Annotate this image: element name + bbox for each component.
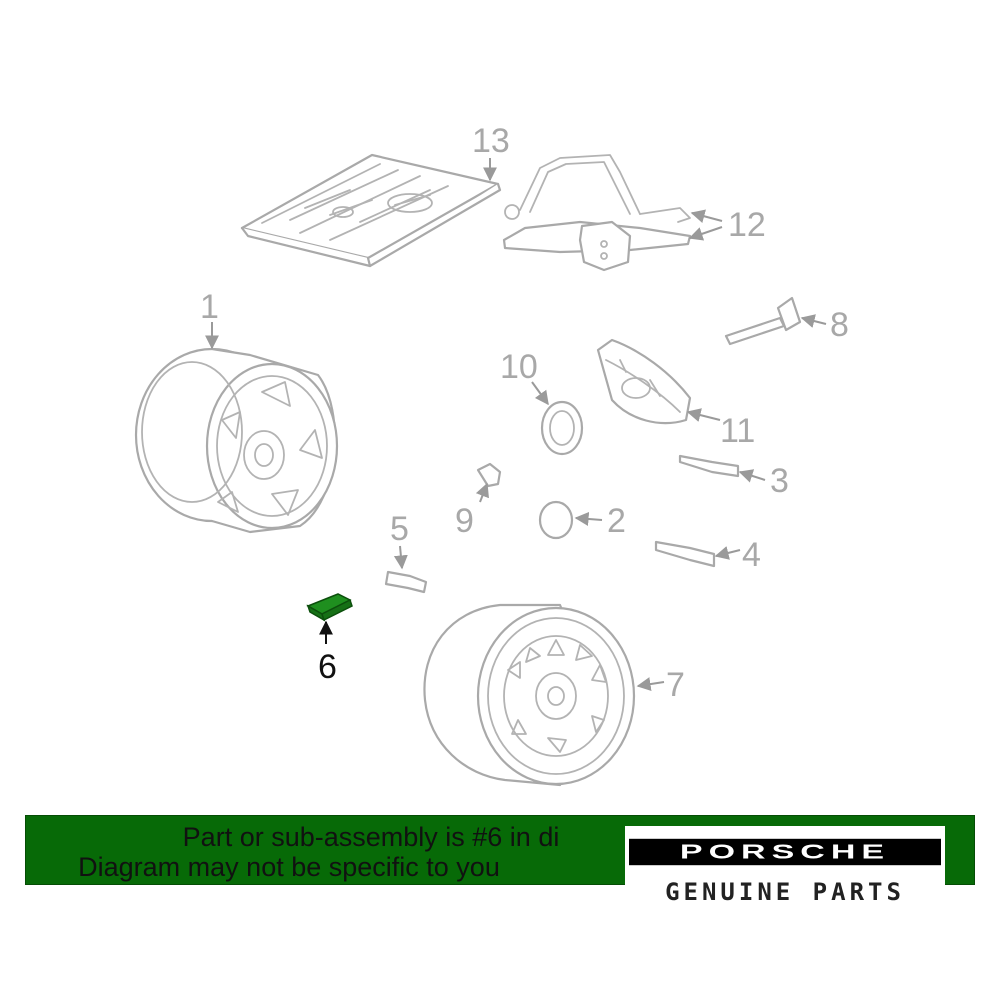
clip-part[interactable] [476,462,502,488]
callout-12[interactable]: 12 [728,206,766,244]
valve-part[interactable] [654,540,716,568]
genuine-parts-label: GENUINE PARTS [665,878,905,906]
callout-13[interactable]: 13 [472,122,510,160]
porsche-logo: PORSCHE GENUINE PARTS [625,826,945,910]
banner-text-disclaimer: Diagram may not be specific to you [78,852,500,882]
callout-1[interactable]: 1 [200,288,219,326]
callout-4[interactable]: 4 [742,536,761,574]
callout-2[interactable]: 2 [607,502,626,540]
banner-text-part-number: Part or sub-assembly is #6 in di [182,822,560,852]
callout-10[interactable]: 10 [500,348,538,386]
tool-kit-part[interactable] [240,153,502,268]
callout-7[interactable]: 7 [666,666,685,704]
stud-part[interactable] [724,296,802,346]
callout-9[interactable]: 9 [455,502,474,540]
spare-wheel-part[interactable] [423,603,636,787]
bracket-part[interactable] [596,338,692,425]
balance-weight-part[interactable] [306,593,353,622]
callout-5[interactable]: 5 [390,510,409,548]
porsche-wordmark: PORSCHE [629,838,941,866]
callout-11[interactable]: 11 [720,412,755,450]
wheel-part[interactable] [134,347,339,534]
bolt-part[interactable] [384,570,428,594]
seal-part[interactable] [538,500,574,540]
callout-6[interactable]: 6 [318,648,337,686]
ring-part[interactable] [540,400,584,456]
valve-stem-part[interactable] [678,454,740,478]
callout-3[interactable]: 3 [770,462,789,500]
callout-8[interactable]: 8 [830,306,849,344]
jack-part[interactable] [502,154,692,272]
